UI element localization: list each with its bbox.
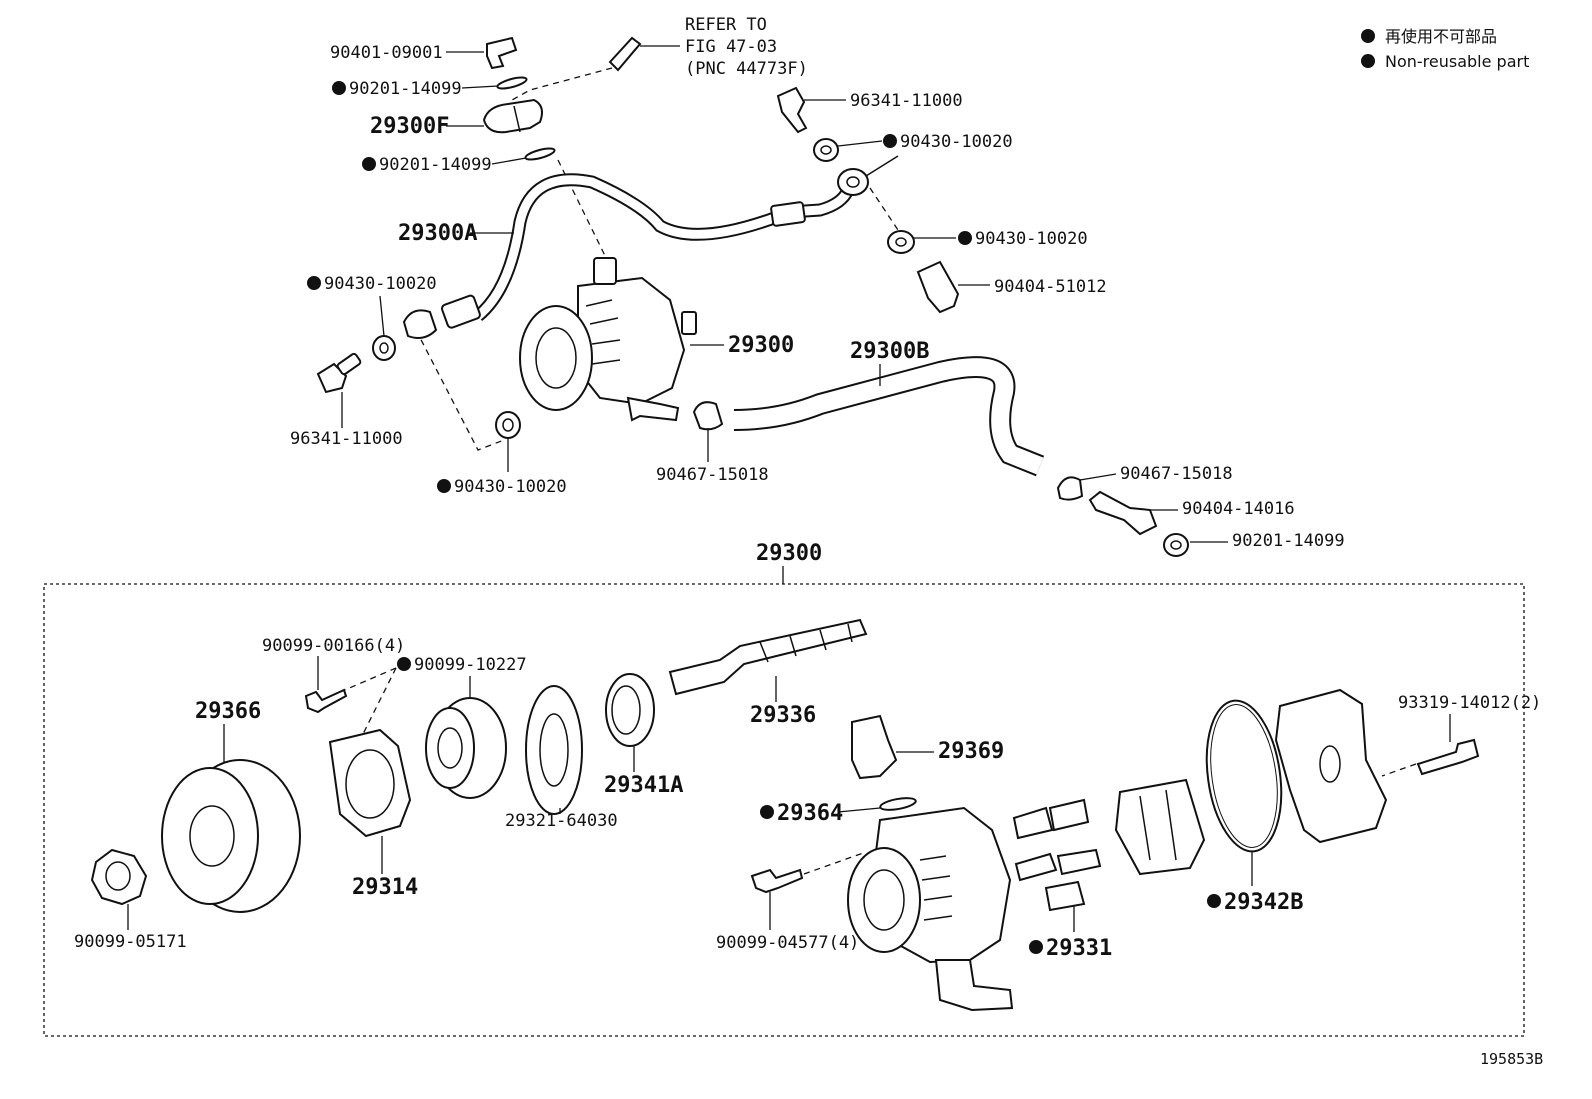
banjo-fitting-part <box>837 168 869 196</box>
union-part <box>1088 490 1158 536</box>
non-reusable-dot-icon <box>1361 29 1375 43</box>
nut-part <box>90 848 148 906</box>
label-29300B: 29300B <box>850 339 929 364</box>
vanes-part <box>1012 798 1102 912</box>
pulley-part <box>161 759 301 913</box>
upper-labels: 90401-09001 90201-14099 29300F 90201-140… <box>290 43 1345 551</box>
label-29336: 29336 <box>750 703 816 728</box>
label-90404-14016: 90404-14016 <box>1182 499 1295 519</box>
label-90430-10020-c: 90430-10020 <box>975 229 1088 249</box>
o-ring-part <box>879 797 917 811</box>
non-reusable-dot-icon <box>1029 940 1043 954</box>
label-96341-11000-a: 96341-11000 <box>850 91 963 111</box>
shaft-part <box>668 618 868 696</box>
label-90099-05171: 90099-05171 <box>74 932 187 952</box>
pump-housing-part <box>847 806 1014 1012</box>
union-bolt-part <box>776 86 808 134</box>
washer-part <box>525 685 583 815</box>
label-90430-10020-a: 90430-10020 <box>324 274 437 294</box>
washer-part <box>813 138 839 162</box>
non-reusable-dot-icon <box>397 657 411 671</box>
label-29314: 29314 <box>352 875 418 900</box>
assembly-title: 29300 <box>756 541 822 566</box>
rotor-part <box>1114 778 1206 876</box>
label-90099-04577: 90099-04577(4) <box>716 933 859 953</box>
label-90467-15018-a: 90467-15018 <box>656 465 769 485</box>
label-90467-15018-b: 90467-15018 <box>1120 464 1233 484</box>
non-reusable-dot-icon <box>307 276 321 290</box>
washer-part <box>372 335 396 361</box>
hose-fitting-part <box>770 201 806 227</box>
label-29300F: 29300F <box>370 114 449 139</box>
bearing-part <box>425 697 507 799</box>
union-part <box>916 260 960 314</box>
label-96341-11000-b: 96341-11000 <box>290 429 403 449</box>
label-90201-14099-c: 90201-14099 <box>1232 531 1345 551</box>
non-reusable-dot-icon <box>437 479 451 493</box>
hose-stub-part <box>608 36 642 72</box>
upper-drawings <box>316 36 1189 557</box>
label-29369: 29369 <box>938 739 1004 764</box>
label-90201-14099-a: 90201-14099 <box>349 79 462 99</box>
refer-note: REFER TO FIG 47-03 (PNC 44773F) <box>608 15 808 79</box>
clip-part <box>1056 476 1084 501</box>
non-reusable-dot-icon <box>362 157 376 171</box>
flange-part <box>328 728 412 838</box>
screw-part <box>304 688 348 714</box>
hose-fitting-part <box>440 294 481 329</box>
non-reusable-dot-icon <box>1361 54 1375 68</box>
assembly-frame <box>43 583 1525 1037</box>
label-29342B: 29342B <box>1224 890 1303 915</box>
refer-line-2: FIG 47-03 <box>685 37 777 57</box>
gasket-part <box>1163 533 1189 557</box>
non-reusable-dot-icon <box>883 134 897 148</box>
figure-id: 195853B <box>1480 1050 1543 1068</box>
label-29331: 29331 <box>1046 936 1112 961</box>
banjo-fitting-part <box>402 309 438 339</box>
legend: 再使用不可部品 Non-reusable part <box>1361 27 1529 71</box>
non-reusable-dot-icon <box>760 805 774 819</box>
screw-part <box>750 868 804 894</box>
label-29341A: 29341A <box>604 773 683 798</box>
legend-english: Non-reusable part <box>1385 52 1529 71</box>
o-ring-part <box>1205 699 1283 853</box>
label-90430-10020-b: 90430-10020 <box>900 132 1013 152</box>
label-90099-00166: 90099-00166(4) <box>262 636 405 656</box>
label-29366: 29366 <box>195 699 261 724</box>
label-29321-64030: 29321-64030 <box>505 811 618 831</box>
union-29300f-part <box>482 98 543 134</box>
label-90201-14099-b: 90201-14099 <box>379 155 492 175</box>
label-90430-10020-d: 90430-10020 <box>454 477 567 497</box>
gasket-part <box>496 76 528 90</box>
non-reusable-dot-icon <box>958 231 972 245</box>
oil-seal-part <box>605 673 655 747</box>
assembly-labels: 90099-00166(4) 90099-10227 29366 29314 9… <box>74 636 1541 961</box>
label-29300A: 29300A <box>398 221 477 246</box>
label-29300: 29300 <box>728 333 794 358</box>
clip-part <box>692 401 724 431</box>
label-29364: 29364 <box>777 801 843 826</box>
legend-japanese: 再使用不可部品 <box>1385 27 1497 46</box>
bolt-part <box>1416 738 1480 776</box>
assembly-box: 29300 <box>43 541 1525 1037</box>
label-90099-10227: 90099-10227 <box>414 655 527 675</box>
bolt-part <box>486 36 518 70</box>
vane-pump-part <box>519 257 697 422</box>
washer-part <box>495 411 521 439</box>
washer-part <box>887 230 915 254</box>
assembly-drawings <box>90 618 1480 1012</box>
gasket-part <box>524 147 556 161</box>
refer-line-1: REFER TO <box>685 15 767 35</box>
label-93319-14012: 93319-14012(2) <box>1398 693 1541 713</box>
refer-line-3: (PNC 44773F) <box>685 59 808 79</box>
cover-plate-part <box>1274 688 1388 844</box>
non-reusable-dot-icon <box>332 81 346 95</box>
label-90401-09001: 90401-09001 <box>330 43 443 63</box>
non-reusable-dot-icon <box>1207 894 1221 908</box>
valve-part <box>851 714 898 780</box>
union-bolt-part <box>316 362 348 394</box>
label-90404-51012: 90404-51012 <box>994 277 1107 297</box>
